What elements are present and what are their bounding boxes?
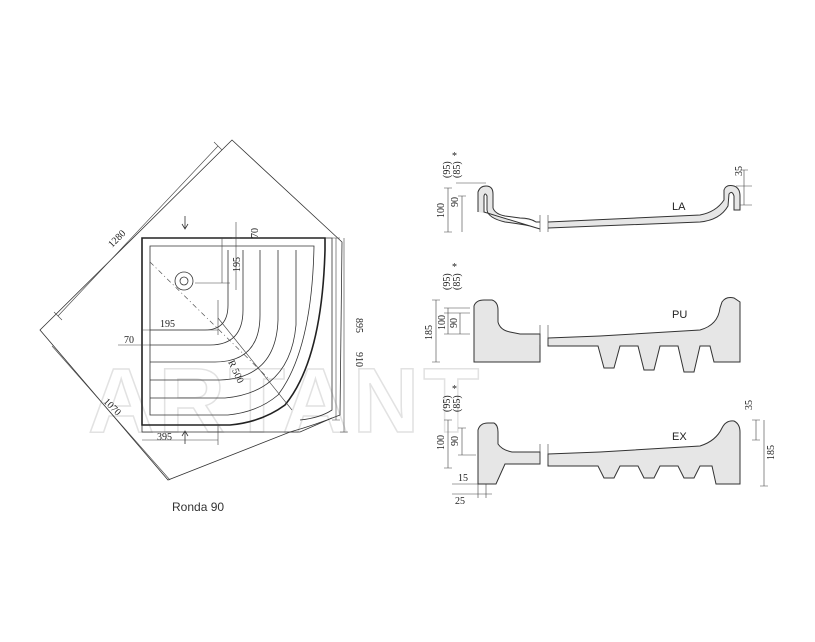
profile-pu-label: PU [672,309,687,321]
dim-line-195-horiz [142,300,219,335]
ex-dim-star: * [452,384,457,395]
drain-icon [174,271,194,291]
dim-text-910: 910 [353,352,364,367]
profile-la: LA (95) (85) * 100 90 35 [436,151,752,233]
dim-line-195-vert [195,238,230,284]
section-arrow-top [181,216,189,230]
la-dim-85: (85) [452,161,463,178]
ex-dim-90: 90 [450,436,461,446]
tray-inner-rim [149,245,315,416]
profile-pu-shape [473,299,541,363]
profile-ex: EX (95) (85) * 100 90 35 185 15 25 [436,384,777,507]
profile-la-shape [477,185,741,230]
pu-dim-100: 100 [437,315,448,330]
dim-text-895: 895 [353,318,364,333]
ex-dim-25: 25 [455,496,465,507]
dim-text-1280: 1280 [106,228,128,250]
profile-pu-body [547,297,741,373]
ex-dim-85: (85) [452,395,463,412]
dim-line-1280 [53,141,223,321]
la-dim-35: 35 [734,166,745,176]
profile-ex-shape [477,422,541,485]
drain-axis [149,261,271,381]
tray-grooves [150,250,297,399]
ex-dim-100: 100 [436,435,447,450]
tray-outline [141,237,326,426]
profile-ex-label: EX [672,431,687,443]
plan-view: 1280 70 195 195 70 R 500 895 910 1070 39… [39,139,364,481]
ex-dim-15: 15 [458,473,468,484]
profile-la-label: LA [672,201,686,213]
dim-line-1070 [51,345,171,481]
la-dim-100: 100 [436,203,447,218]
pu-dim-95: (95) [442,273,453,290]
tray-flange [141,237,333,433]
section-arrow-bottom [181,430,189,444]
dim-text-395: 395 [157,432,172,443]
dim-line-70-top [232,222,240,290]
dim-line-r500 [217,317,293,411]
pu-dim-185: 185 [424,325,435,340]
ex-dim-185: 185 [766,445,777,460]
la-dim-star: * [452,151,457,162]
plan-outer-diamond [39,139,343,481]
pu-dim-90: 90 [449,318,460,328]
profile-pu: PU (95) (85) * 185 100 90 [424,262,741,373]
drawing-caption: Ronda 90 [172,500,224,514]
watermark: ARTANT [88,350,483,452]
dim-text-70-top: 70 [250,228,261,238]
la-dim-90: 90 [450,197,461,207]
pu-dim-85: (85) [452,273,463,290]
dim-line-910 [340,238,348,433]
dim-line-395 [142,425,219,445]
dim-text-70-left: 70 [124,335,134,346]
pu-dim-star: * [452,262,457,273]
dim-text-195-vert: 195 [232,257,243,272]
ex-dim-35: 35 [744,400,755,410]
dim-line-895 [332,237,340,421]
ex-dim-95: (95) [442,395,453,412]
profile-ex-body [547,420,741,485]
la-dim-95: (95) [442,161,453,178]
dim-text-195-horiz: 195 [160,319,175,330]
